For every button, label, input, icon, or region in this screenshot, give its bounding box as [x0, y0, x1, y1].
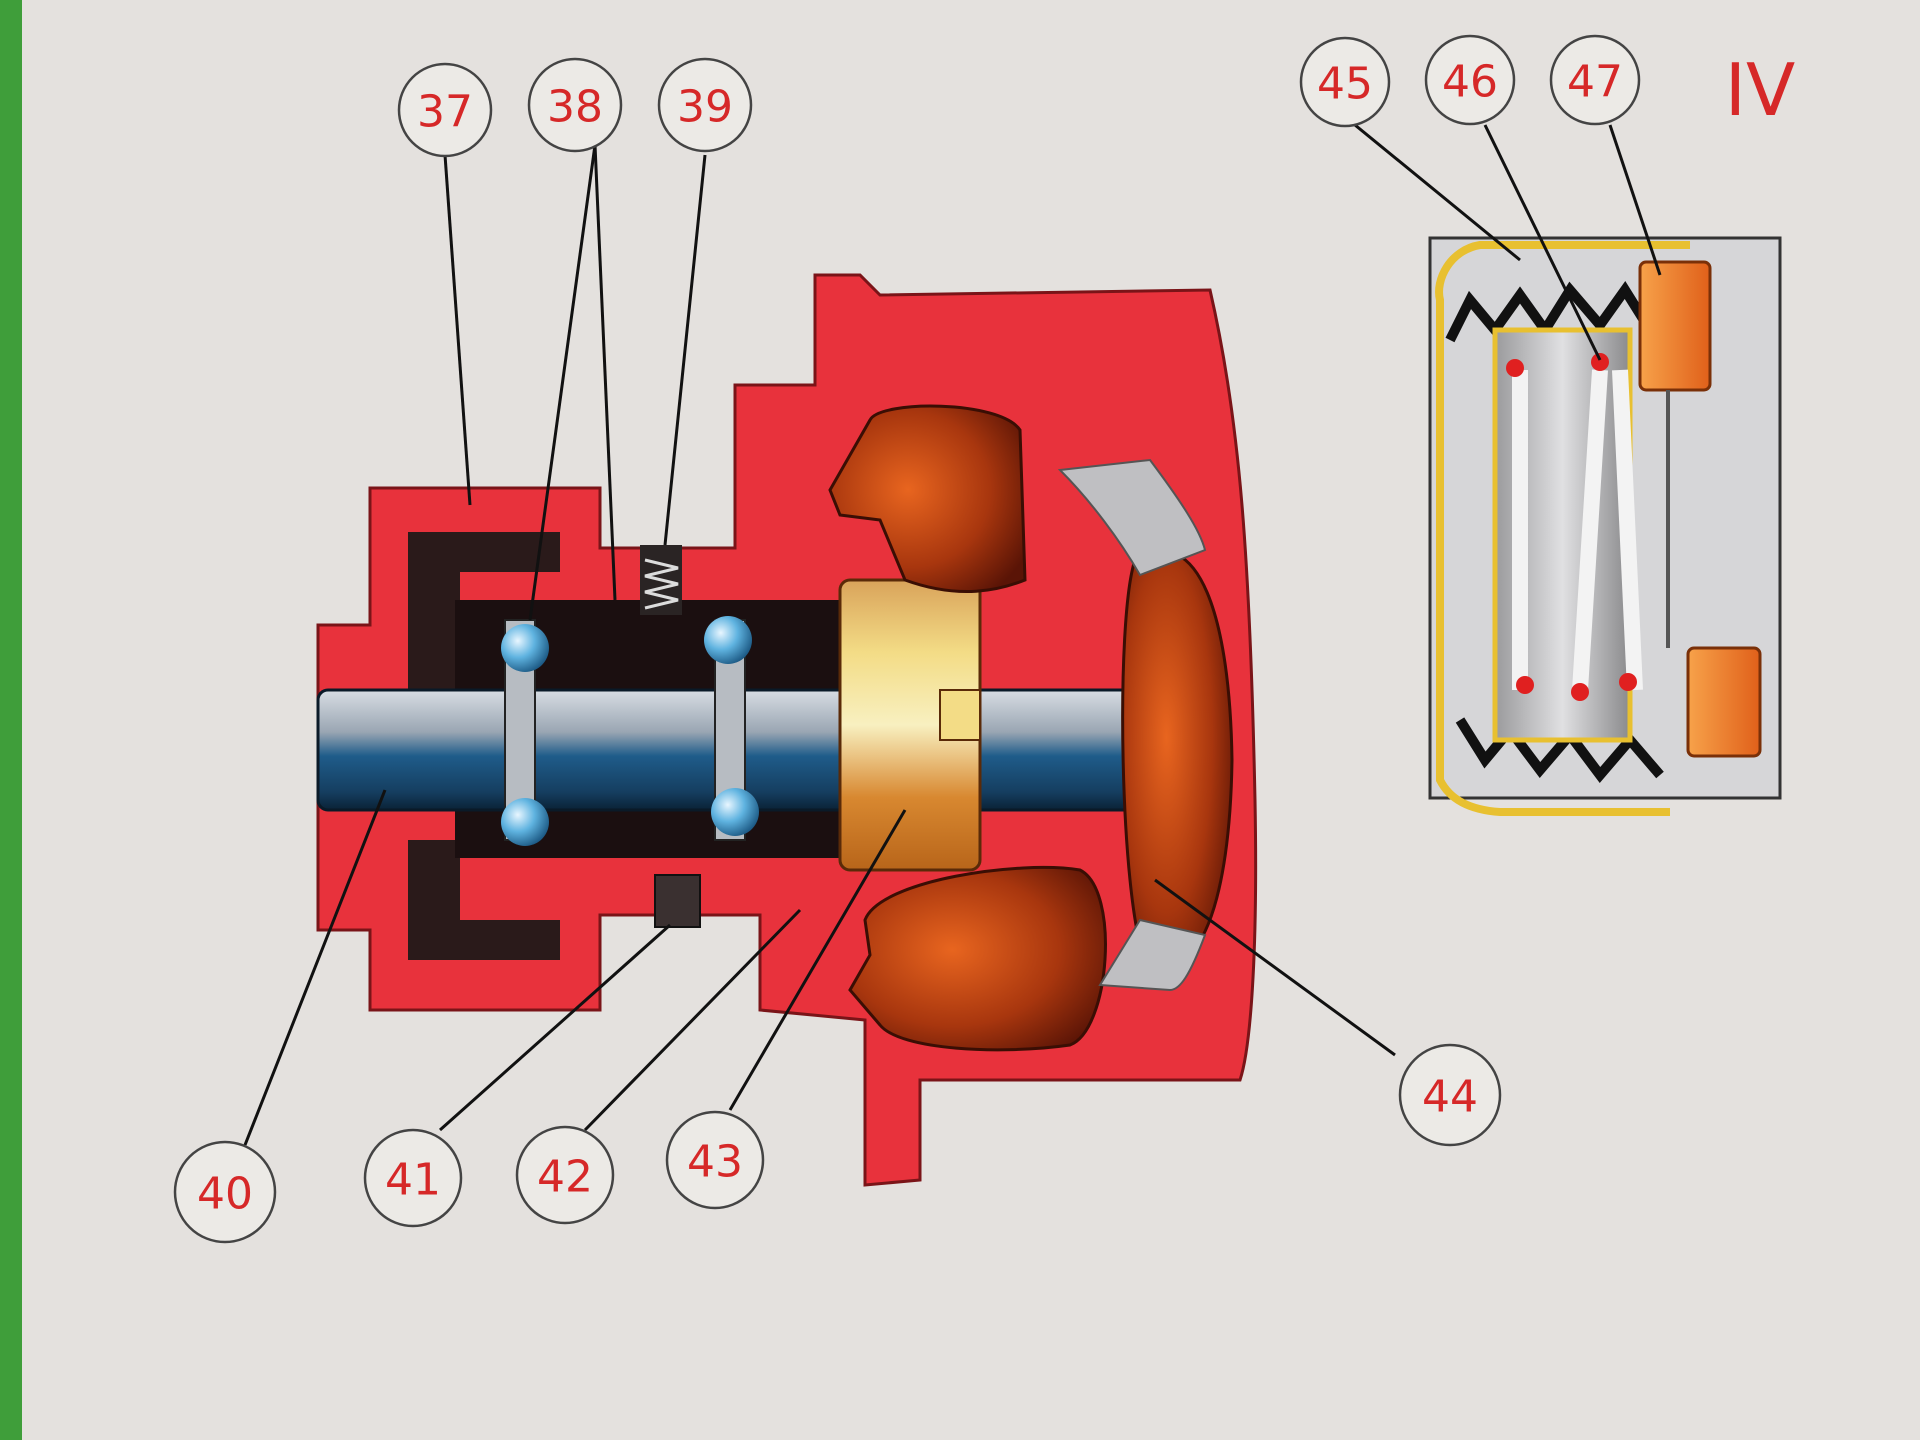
volute-passage — [1057, 458, 1207, 577]
seal-bellows-bottom — [1455, 717, 1664, 783]
leader-line-47 — [1608, 124, 1662, 276]
callout-39: 39 — [657, 57, 753, 153]
callout-38: 38 — [527, 57, 623, 153]
callout-label: 39 — [677, 82, 733, 133]
seal-face-lower — [1686, 646, 1762, 758]
impeller-upper — [828, 404, 1027, 594]
callout-41: 41 — [363, 1128, 463, 1228]
leader-line-41 — [439, 923, 671, 1132]
callout-bubble — [657, 57, 753, 153]
callout-label: 44 — [1422, 1072, 1478, 1123]
seal-pin — [1516, 676, 1534, 694]
bushing-key — [939, 689, 981, 741]
seal-spring — [1572, 369, 1608, 691]
seal-pin — [1591, 353, 1609, 371]
callout-label: 47 — [1567, 57, 1623, 108]
callout-40: 40 — [173, 1140, 277, 1244]
front-seal-ring-lower — [408, 840, 560, 960]
callout-43: 43 — [665, 1110, 765, 1210]
leader-line-45 — [1354, 123, 1521, 262]
impeller-lower — [848, 865, 1107, 1052]
leader-line-46 — [1483, 124, 1602, 361]
front-seal-ring — [408, 532, 560, 690]
callout-bubble — [363, 1128, 463, 1228]
leader-line-38 — [528, 144, 597, 621]
callout-bubble — [527, 57, 623, 153]
callout-44: 44 — [1398, 1043, 1502, 1147]
callout-46: 46 — [1424, 34, 1516, 126]
bearing-ball — [704, 616, 752, 664]
mechanical-seal-detail — [1428, 236, 1782, 816]
drain-plug — [654, 874, 701, 928]
green-page-border — [0, 0, 22, 1440]
callout-label: 45 — [1317, 59, 1373, 110]
callout-bubble — [1398, 1043, 1502, 1147]
callout-bubble — [665, 1110, 765, 1210]
leader-line-37 — [443, 154, 472, 506]
leader-line-43 — [728, 809, 907, 1111]
grease-nipple-spring — [644, 558, 679, 610]
callout-45: 45 — [1299, 36, 1391, 128]
bearing-ball — [501, 624, 549, 672]
callout-label: 42 — [537, 1152, 593, 1203]
seal-pin — [1619, 673, 1637, 691]
seal-spring — [1612, 369, 1643, 691]
leader-line-38b — [593, 144, 617, 601]
callout-label: 38 — [547, 82, 603, 133]
callout-label: 37 — [417, 87, 473, 138]
callout-bubble — [1424, 34, 1516, 126]
seal-pin — [1571, 683, 1589, 701]
callout-47: 47 — [1549, 34, 1641, 126]
impeller-disc — [1121, 549, 1234, 968]
callout-bubble — [173, 1140, 277, 1244]
callout-bubble — [397, 62, 493, 158]
seal-face-upper — [1638, 260, 1712, 392]
callout-bubble — [1299, 36, 1391, 128]
leader-line-42 — [583, 908, 802, 1132]
seal-housing-outline — [1435, 241, 1690, 816]
leader-line-39 — [663, 154, 707, 546]
callout-label: 43 — [687, 1137, 743, 1188]
seal-pin — [1506, 359, 1524, 377]
bearing-ball — [711, 788, 759, 836]
callout-42: 42 — [515, 1125, 615, 1225]
callout-label: 46 — [1442, 57, 1498, 108]
leader-line-40 — [243, 789, 387, 1146]
section-label: IV — [1725, 48, 1796, 132]
volute-passage-lower — [1098, 918, 1207, 992]
callout-label: 40 — [197, 1169, 253, 1220]
callout-bubble — [515, 1125, 615, 1225]
callout-37: 37 — [397, 62, 493, 158]
leader-lines — [243, 123, 1662, 1146]
callout-bubble — [1549, 34, 1641, 126]
bearing-ball — [501, 798, 549, 846]
callout-label: 41 — [385, 1155, 441, 1206]
leader-line-44 — [1154, 878, 1396, 1057]
pump-assembly — [316, 273, 1258, 1187]
